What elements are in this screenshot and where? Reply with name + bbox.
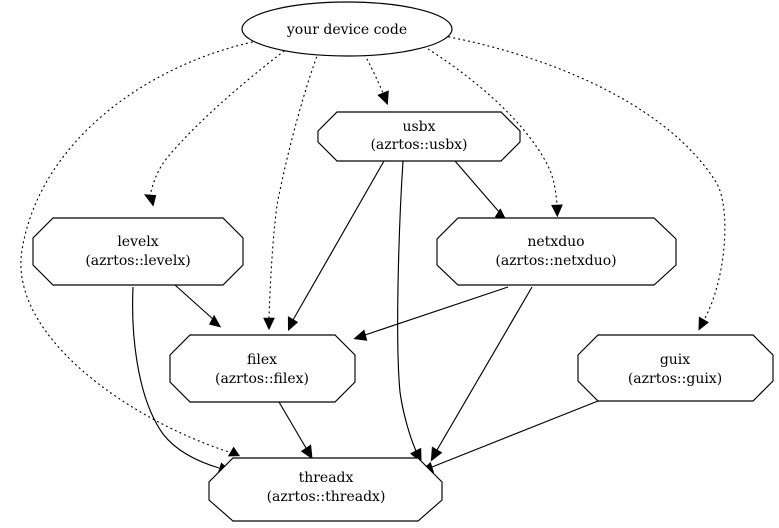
edge-netxduo-to-threadx (430, 286, 533, 462)
node-shape-octagon-filex (169, 334, 356, 403)
node-label-usbx-package: (azrtos::usbx) (370, 137, 467, 153)
edge-usbx-to-threadx (397, 160, 422, 463)
edge-group-dotted (20, 35, 726, 457)
edge-device-to-levelx (143, 44, 293, 207)
node-shape-octagon-netxduo (436, 217, 677, 286)
node-label-guix-name: guix (660, 352, 690, 368)
edge-guix-to-threadx (420, 400, 599, 473)
edge-device-to-filex (263, 47, 321, 331)
node-guix[interactable]: guix (azrtos::guix) (577, 334, 774, 402)
node-label-filex-name: filex (247, 352, 277, 368)
node-netxduo[interactable]: netxduo (azrtos::netxduo) (436, 217, 677, 286)
edge-filex-to-threadx (278, 401, 313, 460)
node-shape-octagon-usbx (317, 111, 521, 162)
node-shape-octagon-guix (577, 334, 774, 402)
edge-device-to-guix (443, 35, 726, 331)
node-label-usbx-name: usbx (402, 119, 435, 135)
node-label-device-code: your device code (286, 22, 407, 38)
node-label-filex-package: (azrtos::filex) (215, 371, 309, 387)
node-label-threadx-name: threadx (299, 470, 354, 486)
edge-device-to-threadx (20, 39, 263, 457)
node-filex[interactable]: filex (azrtos::filex) (169, 334, 356, 403)
node-shape-ellipse (241, 1, 453, 57)
edge-device-to-netxduo (419, 43, 563, 218)
edge-levelx-to-filex (174, 284, 222, 328)
node-shape-octagon-threadx (208, 457, 443, 522)
edge-netxduo-to-filex (353, 286, 509, 341)
node-label-threadx-package: (azrtos::threadx) (267, 489, 386, 505)
node-usbx[interactable]: usbx (azrtos::usbx) (317, 111, 521, 162)
node-label-levelx-name: levelx (117, 234, 158, 250)
edge-usbx-to-netxduo (454, 160, 508, 222)
edge-group-solid (132, 160, 599, 474)
node-threadx[interactable]: threadx (azrtos::threadx) (208, 457, 443, 522)
node-label-netxduo-name: netxduo (527, 234, 584, 250)
edge-usbx-to-filex (287, 160, 385, 332)
node-label-guix-package: (azrtos::guix) (628, 371, 722, 387)
node-levelx[interactable]: levelx (azrtos::levelx) (32, 217, 244, 286)
node-your-device-code[interactable]: your device code (241, 1, 453, 57)
node-shape-octagon-levelx (32, 217, 244, 286)
node-label-levelx-package: (azrtos::levelx) (85, 253, 190, 269)
node-label-netxduo-package: (azrtos::netxduo) (495, 253, 616, 269)
